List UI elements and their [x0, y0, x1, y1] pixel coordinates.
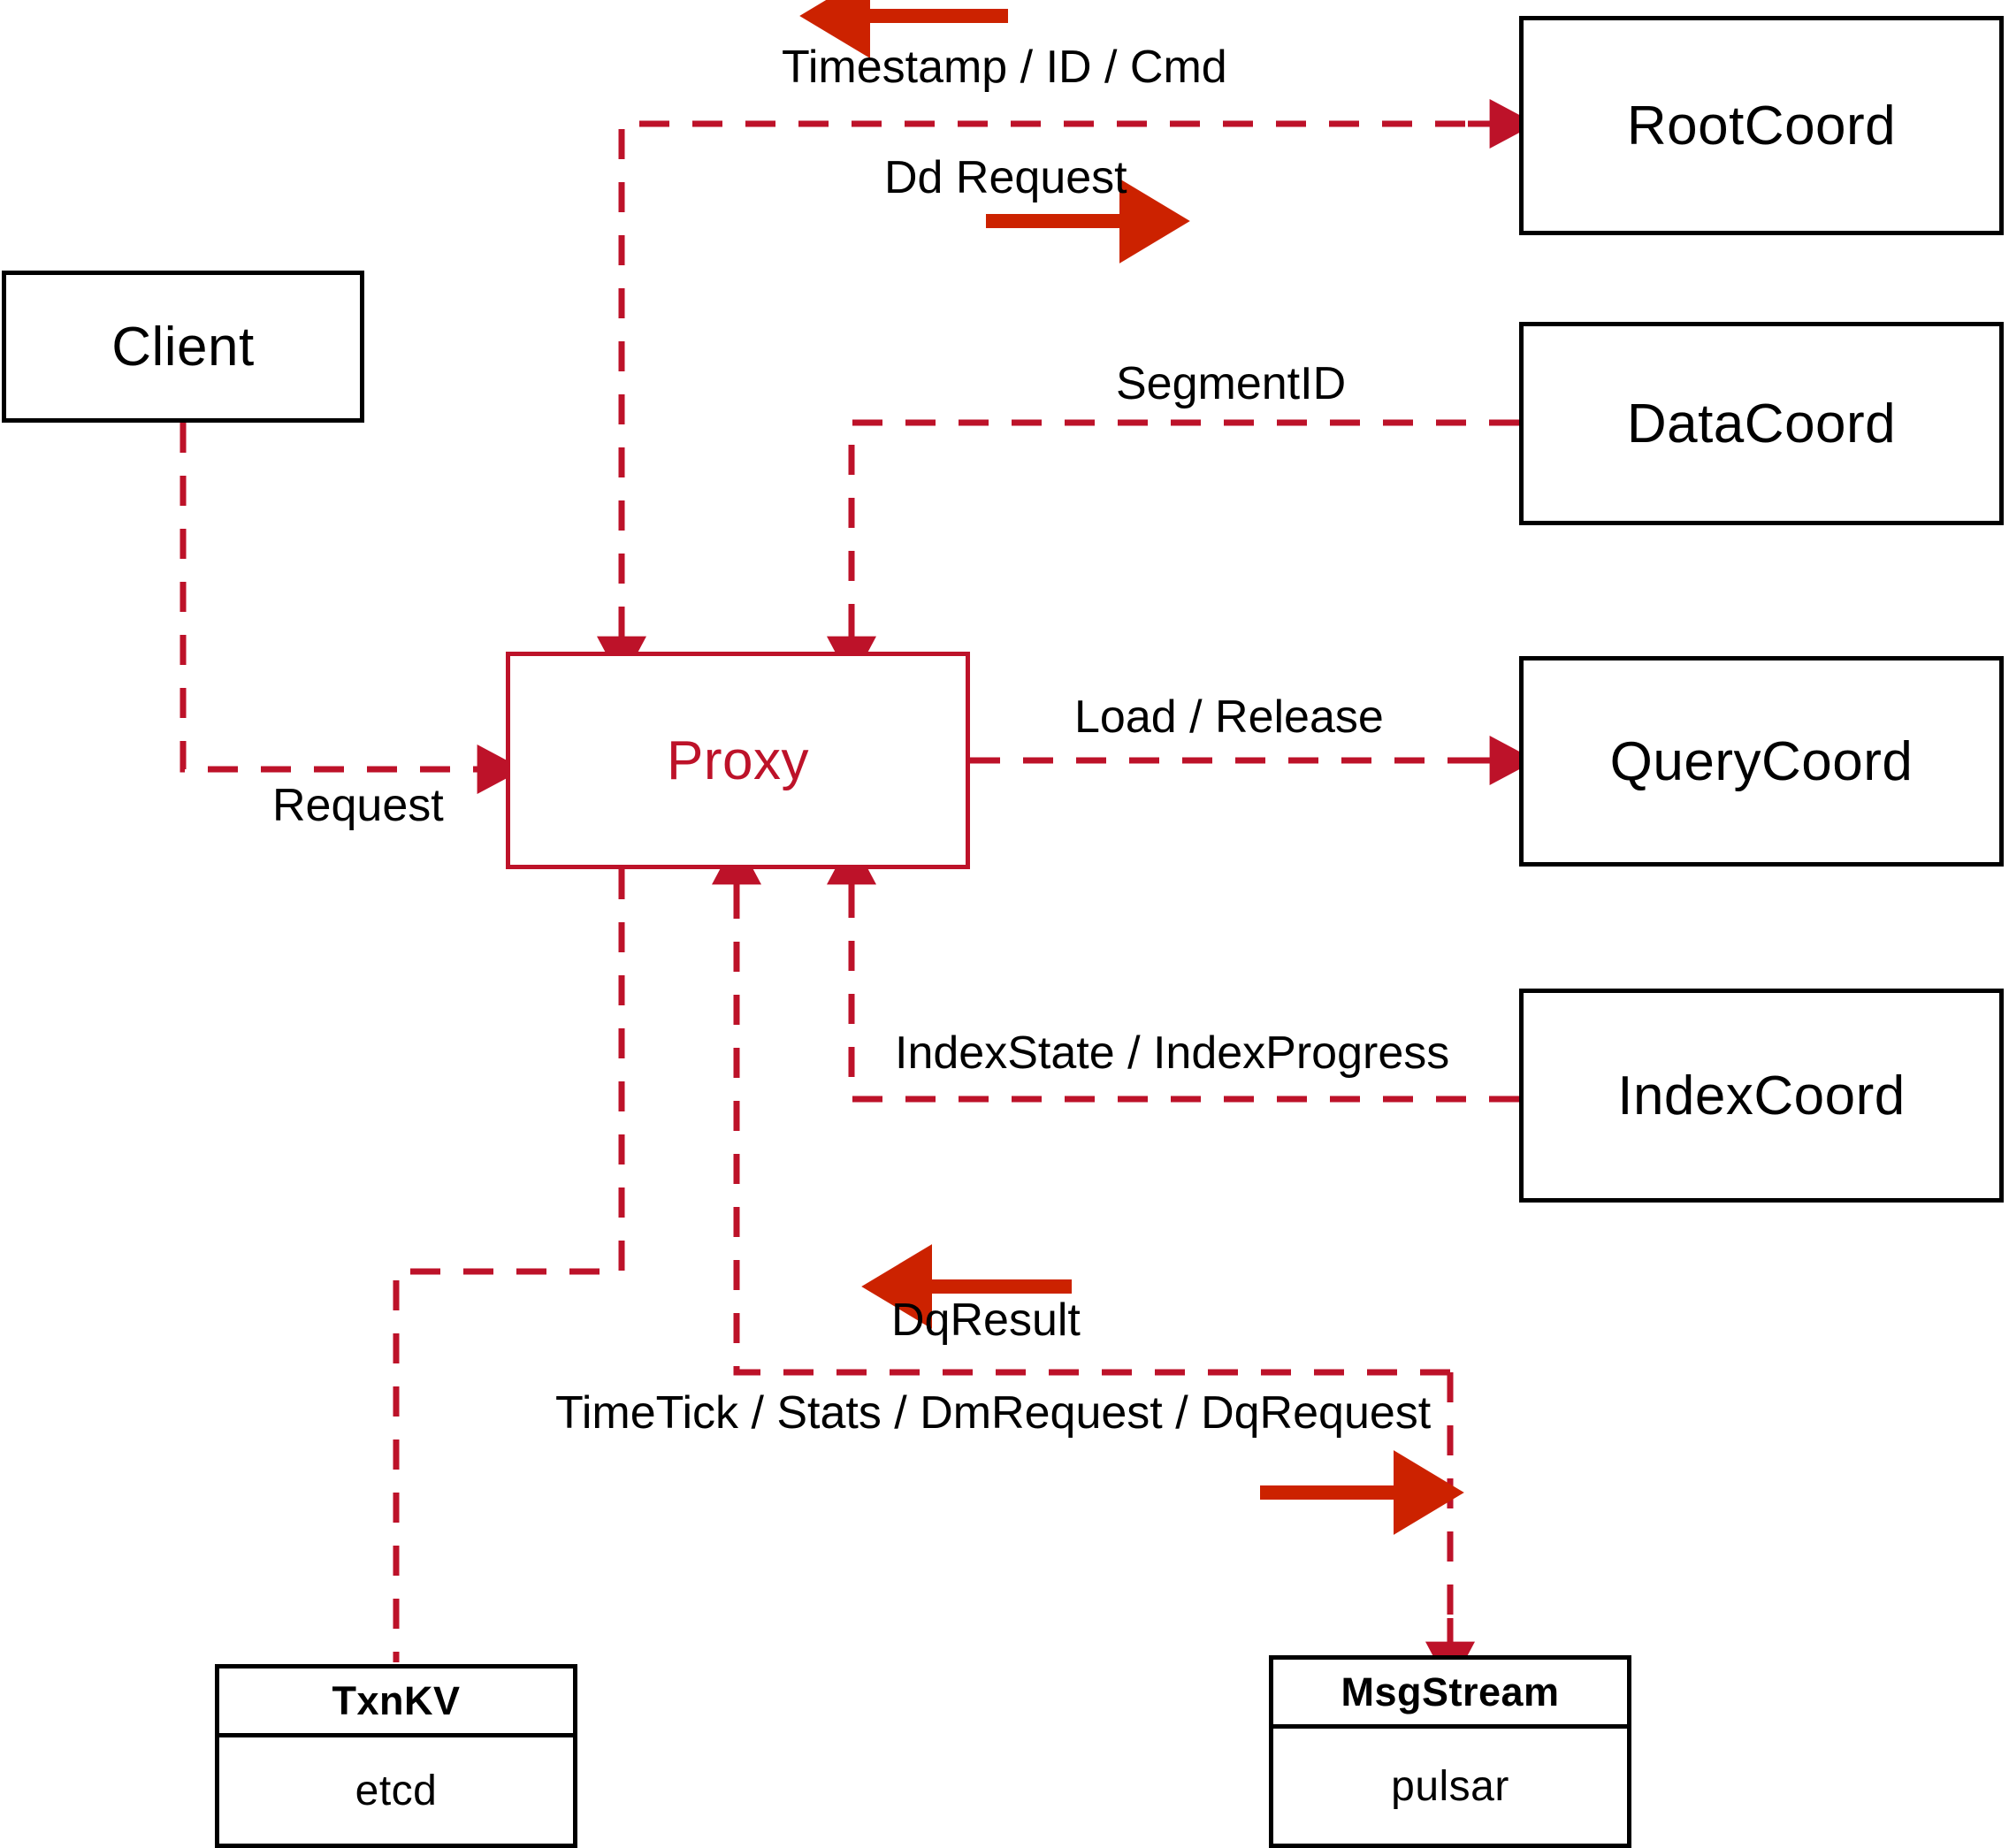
edge-label-segment-id: SegmentID [1116, 358, 1347, 409]
node-rootcoord-label: RootCoord [1626, 95, 1897, 157]
node-querycoord-label: QueryCoord [1609, 730, 1914, 792]
node-indexcoord-label: IndexCoord [1617, 1065, 1906, 1126]
node-querycoord[interactable]: QueryCoord [1519, 656, 2004, 867]
connector-indexcoord-to-proxy [827, 837, 1519, 1103]
edge-label-request: Request [272, 780, 444, 831]
node-datacoord[interactable]: DataCoord [1519, 322, 2004, 525]
edge-label-dd-request: Dd Request [884, 152, 1127, 203]
connector-proxy-to-rootcoord [597, 99, 1537, 683]
edge-label-timestamp-id-cmd: Timestamp / ID / Cmd [782, 42, 1227, 93]
connector-client-to-proxy [180, 423, 524, 794]
node-proxy[interactable]: Proxy [506, 652, 970, 869]
node-txnkv-body: etcd [355, 1767, 438, 1814]
node-indexcoord[interactable]: IndexCoord [1519, 989, 2004, 1203]
edge-label-timetick-stats: TimeTick / Stats / DmRequest / DqRequest [555, 1387, 1432, 1439]
connector-msgstream-to-proxy [712, 837, 1450, 1376]
node-client-label: Client [111, 316, 255, 378]
node-datacoord-label: DataCoord [1626, 393, 1897, 454]
edge-label-load-release: Load / Release [1074, 691, 1384, 743]
connector-datacoord-to-proxy [827, 419, 1519, 683]
node-txnkv[interactable]: TxnKV etcd [215, 1664, 577, 1848]
node-rootcoord[interactable]: RootCoord [1519, 16, 2004, 235]
node-txnkv-header: TxnKV [219, 1669, 573, 1737]
edge-label-dq-result: DqResult [891, 1294, 1081, 1346]
node-client[interactable]: Client [2, 271, 364, 423]
connector-proxy-to-txnkv [393, 869, 625, 1662]
node-msgstream[interactable]: MsgStream pulsar [1269, 1655, 1631, 1848]
node-msgstream-body: pulsar [1391, 1762, 1509, 1810]
edge-label-index-state: IndexState / IndexProgress [895, 1027, 1450, 1079]
node-msgstream-header: MsgStream [1273, 1660, 1627, 1729]
node-proxy-label: Proxy [667, 729, 809, 791]
